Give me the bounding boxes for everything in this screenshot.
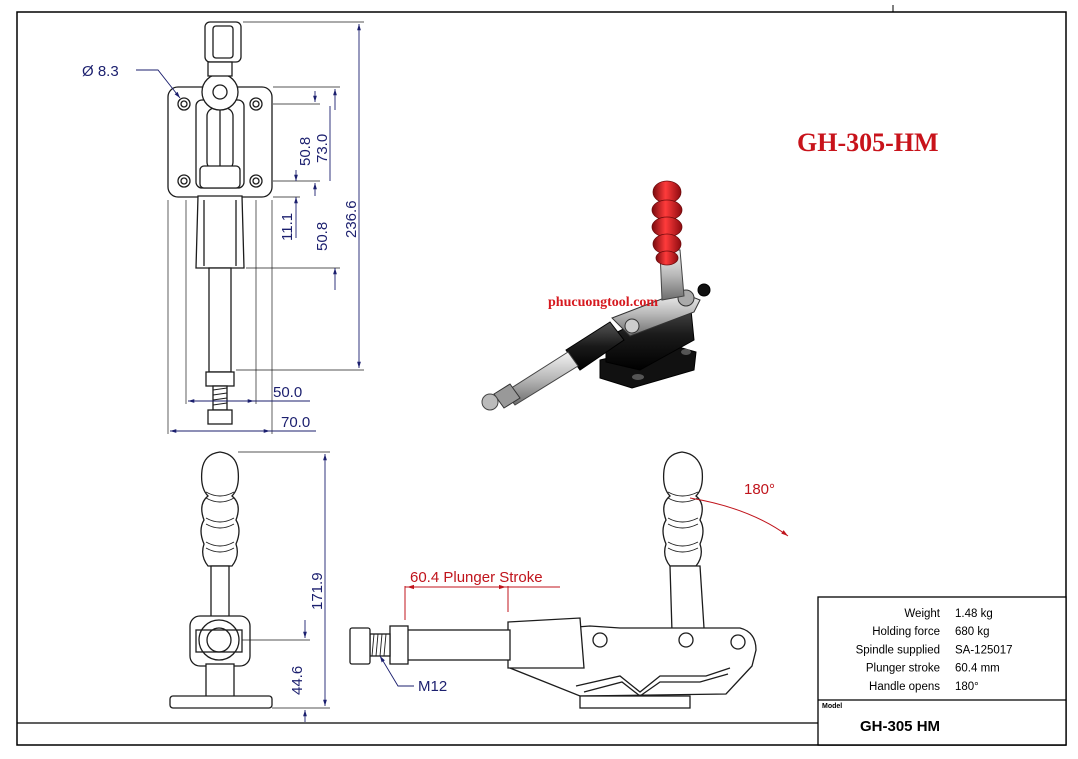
spec-value: 180° <box>955 681 979 693</box>
dim-236-6: 236.6 <box>343 200 360 238</box>
dim-11-1: 11.1 <box>279 213 296 241</box>
spec-value: SA-125017 <box>955 644 1013 656</box>
dim-171-9: 171.9 <box>309 572 326 610</box>
dim-hole-diameter: Ø 8.3 <box>82 63 119 80</box>
dim-50-8-lower: 50.8 <box>314 222 331 251</box>
dim-70-0: 70.0 <box>281 414 310 431</box>
spec-label: Holding force <box>872 626 940 638</box>
dim-50-0: 50.0 <box>273 384 302 401</box>
model-label: Model <box>822 703 842 710</box>
top-view-dimension-labels: Ø 8.3 50.8 73.0 11.1 50.8 236.6 50.0 70.… <box>82 63 360 431</box>
spec-label: Plunger stroke <box>866 663 940 675</box>
spec-label: Weight <box>904 608 940 620</box>
dim-73-0: 73.0 <box>314 134 331 163</box>
watermark: phucuongtool.com <box>548 295 658 310</box>
top-view <box>136 21 364 434</box>
dim-angle: 180° <box>744 481 775 498</box>
drawing-title: GH-305-HM <box>797 128 939 157</box>
front-view-dimension-labels: 171.9 44.6 <box>289 572 326 695</box>
spec-label: Spindle supplied <box>856 644 940 656</box>
spec-value: 680 kg <box>955 626 990 638</box>
spec-value: 60.4 mm <box>955 663 1000 675</box>
product-render <box>481 180 711 411</box>
spec-value: 1.48 kg <box>955 608 993 620</box>
drawing-frame <box>16 5 1067 746</box>
model-value: GH-305 HM <box>860 718 940 735</box>
side-view <box>349 451 789 709</box>
spec-table: Weight 1.48 kg Holding force 680 kg Spindle … <box>817 596 1067 746</box>
front-view <box>169 451 330 722</box>
dim-50-8-upper: 50.8 <box>297 137 314 166</box>
dim-44-6: 44.6 <box>289 666 306 695</box>
dim-plunger-stroke: 60.4 Plunger Stroke <box>410 569 543 586</box>
spec-label: Handle opens <box>869 681 940 693</box>
side-view-labels: 60.4 Plunger Stroke 180° M12 <box>410 481 775 695</box>
dim-thread: M12 <box>418 678 447 695</box>
